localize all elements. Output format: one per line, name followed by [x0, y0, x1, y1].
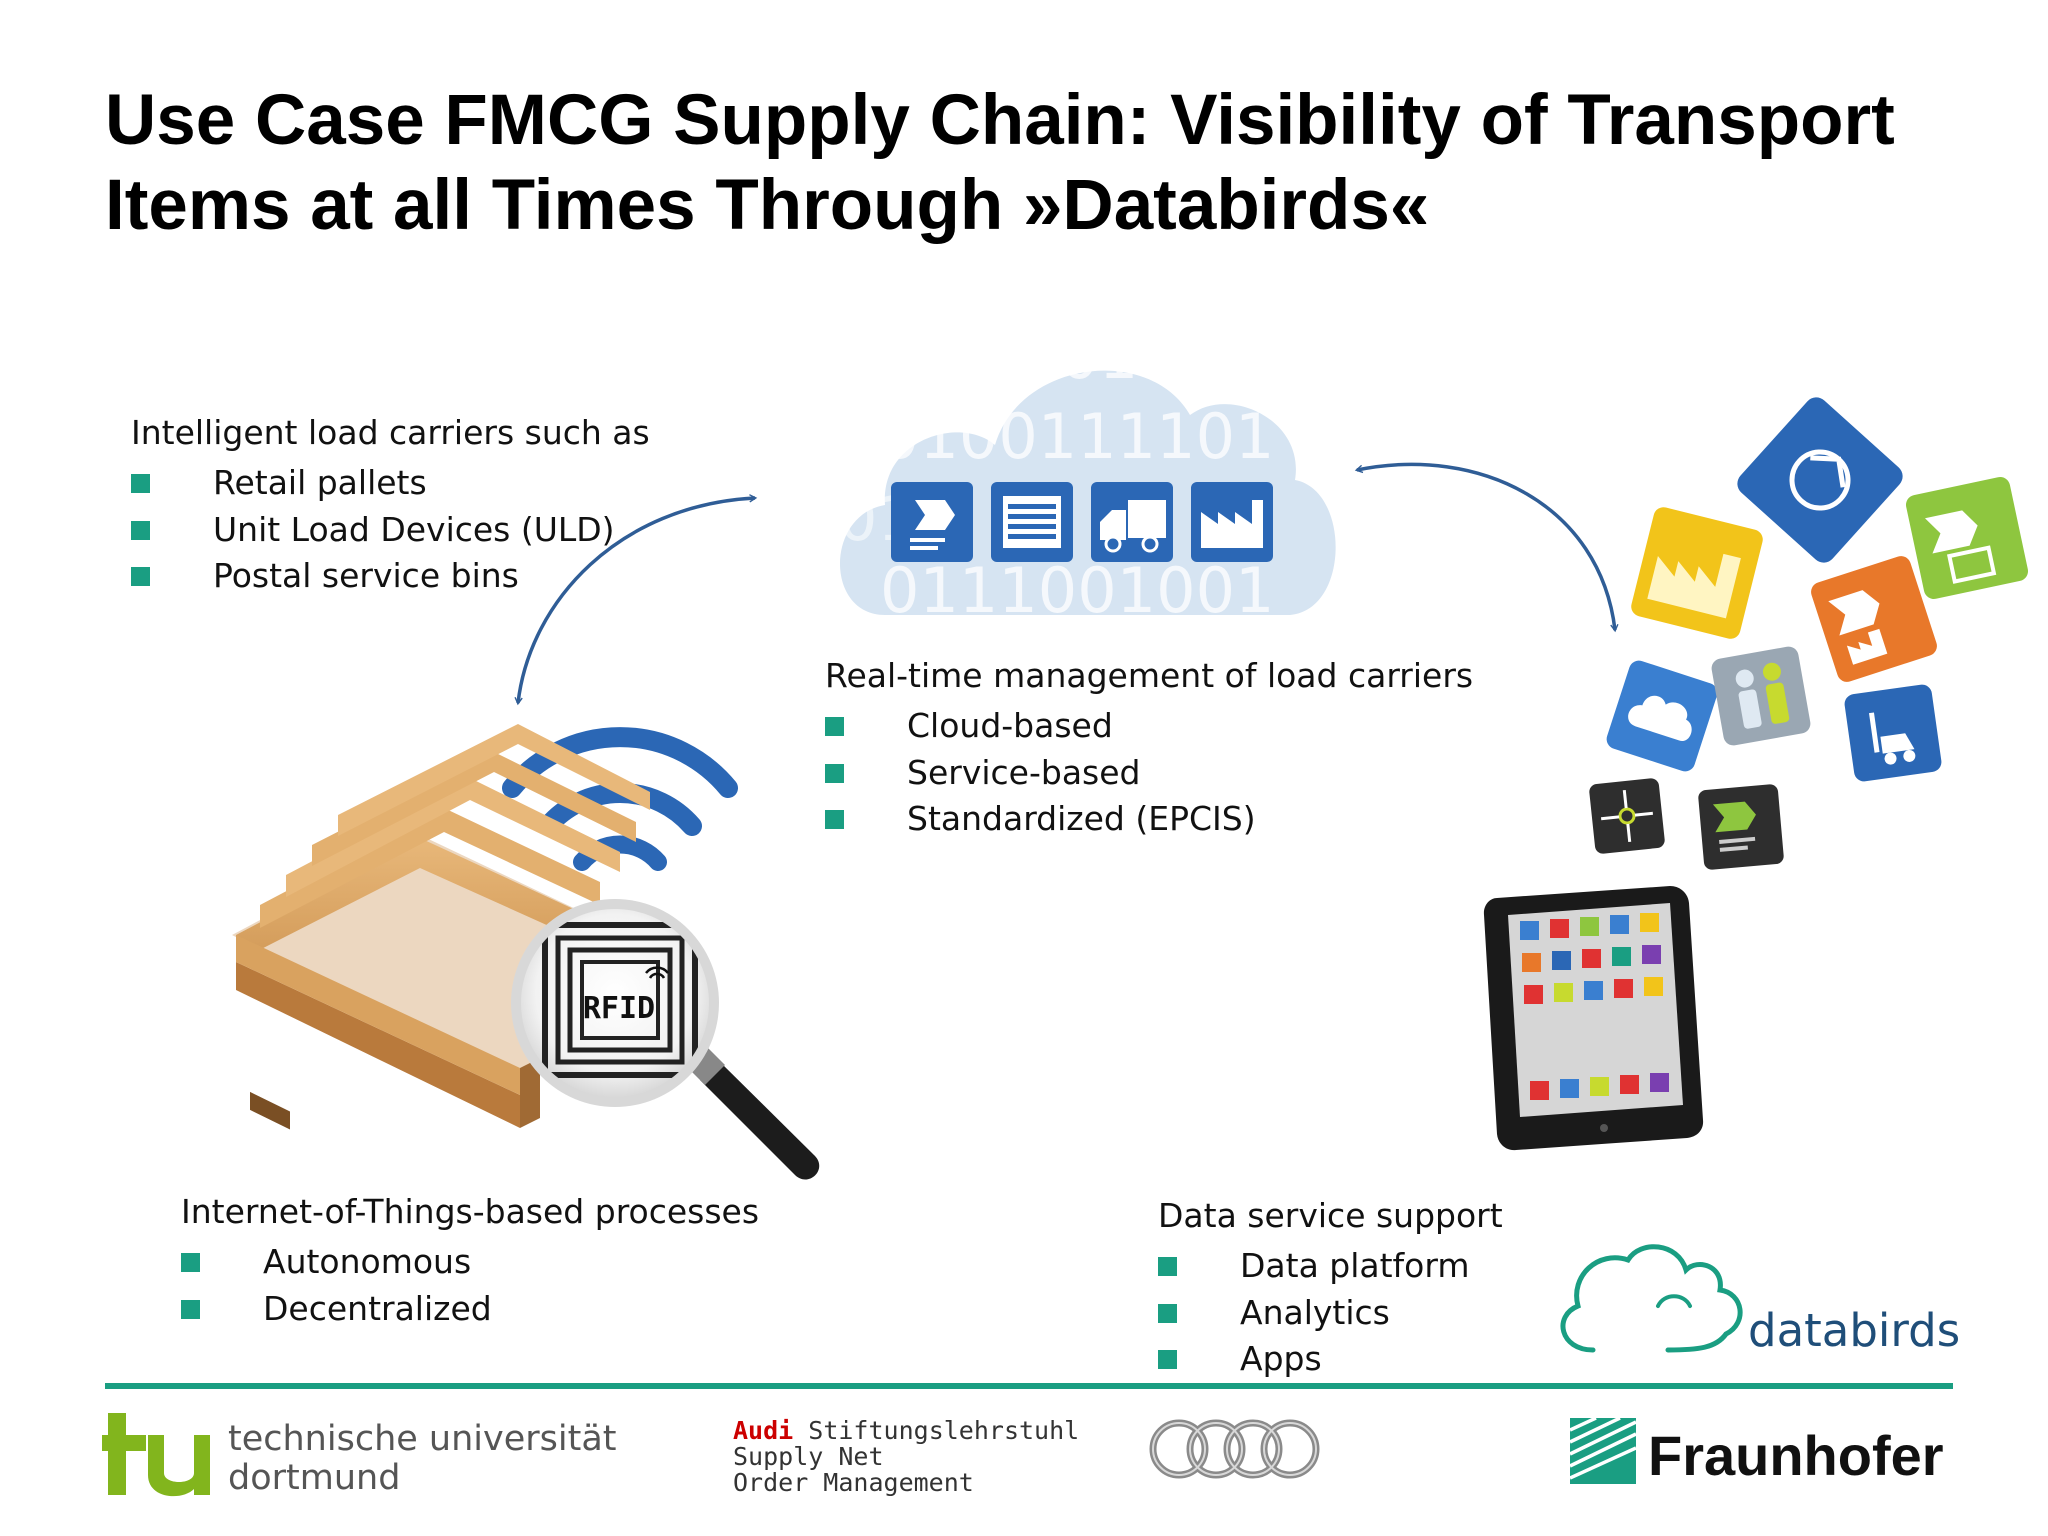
- footer-divider: [105, 1383, 1953, 1389]
- list-item-label: Unit Load Devices (ULD): [213, 509, 615, 549]
- load-carriers-block: Intelligent load carriers such as Retail…: [131, 411, 650, 600]
- list-item: Postal service bins: [131, 553, 650, 600]
- iot-heading: Internet-of-Things-based processes: [181, 1192, 760, 1231]
- fraunhofer-logo-icon: [1570, 1418, 1636, 1484]
- tile-factory-icon: [1191, 482, 1273, 562]
- list-item-label: Service-based: [907, 752, 1141, 792]
- audi-brand: Audi: [733, 1416, 794, 1445]
- app-icon-forklift: [1844, 684, 1942, 782]
- list-item-label: Standardized (EPCIS): [907, 799, 1256, 838]
- tu-dortmund-logo-icon: [102, 1413, 210, 1497]
- tu-dortmund-name: technische universität dortmund: [228, 1420, 617, 1498]
- realtime-heading: Real-time management of load carriers: [825, 656, 1474, 695]
- load-carriers-list: Retail pallets Unit Load Devices (ULD) P…: [131, 460, 650, 600]
- bullet-square-icon: [131, 520, 150, 540]
- slide-title-line-1: Use Case FMCG Supply Chain: Visibility o…: [105, 81, 1895, 160]
- list-item-label: Autonomous: [263, 1242, 472, 1281]
- app-icon-process-dark: [1698, 784, 1784, 870]
- databirds-cloud-logo-icon: [1560, 1244, 1743, 1353]
- tile-document-icon: [991, 482, 1073, 562]
- bullet-square-icon: [1158, 1257, 1177, 1276]
- audi-chair-text: Audi Stiftungslehrstuhl Supply Net Order…: [733, 1418, 1079, 1496]
- list-item-label: Retail pallets: [213, 463, 427, 502]
- list-item-label: Analytics: [1240, 1292, 1390, 1332]
- bullet-square-icon: [1158, 1303, 1177, 1323]
- list-item-label: Apps: [1240, 1339, 1322, 1378]
- list-item: Service-based: [825, 750, 1473, 797]
- list-item: Data platform: [1158, 1243, 1503, 1290]
- arrow-load-carriers-cloud: [514, 494, 758, 706]
- audi-chair-line-1: Stiftungslehrstuhl: [808, 1416, 1080, 1445]
- audi-rings-logo-icon: [1149, 1419, 1320, 1479]
- audi-chair-line-3: Order Management: [733, 1468, 974, 1497]
- rfid-tag-icon: [542, 922, 698, 1078]
- slide-title: Use Case FMCG Supply Chain: Visibility o…: [105, 78, 1955, 248]
- cloud-binary-row-1: 0011: [1020, 320, 1178, 393]
- bullet-square-icon: [825, 810, 844, 829]
- rfid-label: RFID: [583, 991, 655, 1026]
- list-item-label: Data platform: [1240, 1246, 1470, 1285]
- realtime-list: Cloud-based Service-based Standardized (…: [825, 703, 1473, 843]
- list-item: Decentralized: [181, 1286, 759, 1333]
- app-icon-people: [1711, 646, 1811, 746]
- tile-process-icon: [891, 482, 973, 562]
- app-icon-network: [1737, 397, 1903, 563]
- iot-list: Autonomous Decentralized: [181, 1239, 759, 1332]
- data-service-block: Data service support Data platform Analy…: [1158, 1194, 1503, 1383]
- tu-name-line-1: technische universität: [228, 1419, 617, 1459]
- app-icon-factory-yellow: [1631, 507, 1763, 639]
- databirds-logo-wordmark: databirds: [1748, 1304, 1961, 1357]
- iot-block: Internet-of-Things-based processes Auton…: [181, 1190, 759, 1332]
- app-icon-box-green: [1905, 476, 2029, 600]
- bullet-square-icon: [131, 567, 150, 586]
- tu-name-line-2: dortmund: [228, 1458, 401, 1498]
- list-item-label: Decentralized: [263, 1288, 492, 1328]
- realtime-block: Real-time management of load carriers Cl…: [825, 654, 1473, 843]
- bullet-square-icon: [825, 763, 844, 783]
- load-carriers-heading: Intelligent load carriers such as: [131, 413, 650, 452]
- app-icon-directions: [1589, 778, 1665, 854]
- tile-truck-icon: [1091, 482, 1173, 562]
- list-item: Cloud-based: [825, 703, 1473, 750]
- list-item: Autonomous: [181, 1239, 759, 1286]
- list-item-label: Cloud-based: [907, 706, 1113, 745]
- bullet-square-icon: [181, 1299, 200, 1319]
- magnifier-icon: RFID: [511, 899, 820, 1180]
- list-item: Apps: [1158, 1336, 1503, 1383]
- bullet-square-icon: [1158, 1350, 1177, 1369]
- bullet-square-icon: [131, 474, 150, 493]
- data-service-list: Data platform Analytics Apps: [1158, 1243, 1503, 1383]
- list-item: Unit Load Devices (ULD): [131, 507, 650, 554]
- tablet-app-grid: [1520, 913, 1669, 1100]
- app-icon-process-orange: [1811, 556, 1937, 682]
- list-item: Analytics: [1158, 1290, 1503, 1337]
- app-icon-cloud-blue: [1606, 660, 1718, 772]
- fraunhofer-wordmark: Fraunhofer: [1648, 1424, 1944, 1487]
- bullet-square-icon: [181, 1253, 200, 1272]
- data-service-heading: Data service support: [1158, 1196, 1503, 1235]
- list-item-label: Postal service bins: [213, 556, 519, 595]
- bullet-square-icon: [825, 717, 844, 736]
- arrow-cloud-apps: [1354, 462, 1619, 633]
- list-item: Standardized (EPCIS): [825, 796, 1473, 843]
- audi-chair-line-2: Supply Net: [733, 1442, 884, 1471]
- cloud-binary-row-4: 0111001001: [880, 554, 1274, 627]
- cloud-binary-row-2: 0100111101: [880, 400, 1274, 473]
- app-icons-cluster: [1589, 397, 2029, 870]
- list-item: Retail pallets: [131, 460, 650, 507]
- cloud-illustration: 0011 0100111101 01 0 0111001001: [838, 320, 1336, 627]
- slide-title-line-2: Items at all Times Through »Databirds«: [105, 166, 1430, 245]
